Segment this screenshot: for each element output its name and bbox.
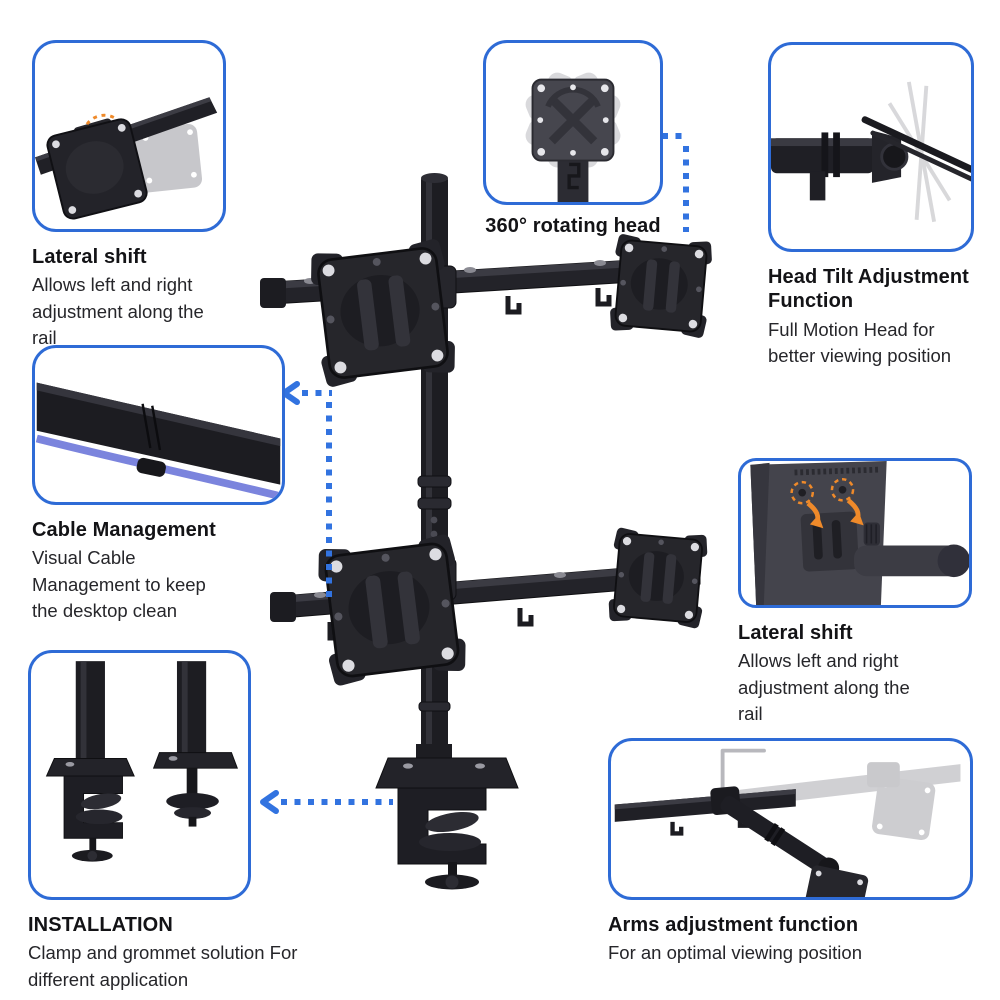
callout-body: Full Motion Head for better viewing posi…	[768, 318, 952, 367]
callout-installation: INSTALLATION Clamp and grommet solution …	[28, 650, 306, 993]
callout-lateral-shift-top: Lateral shift Allows left and right adju…	[32, 40, 242, 351]
callout-body: Allows left and right adjustment along t…	[738, 650, 910, 724]
callout-title: Arms adjustment function	[608, 914, 859, 936]
arms-adjustment-image-frame	[608, 738, 973, 900]
lateral-shift-rail-illustration	[35, 97, 218, 220]
head-tilt-illustration	[771, 81, 971, 223]
callout-title: Head Tilt Adjustment Function	[768, 266, 969, 313]
lower-tier	[270, 525, 711, 689]
callout-lateral-shift-right: Lateral shift Allows left and right adju…	[738, 458, 972, 727]
callout-body: Clamp and grommet solution For different…	[28, 942, 298, 990]
lateral-shift-monitor-illustration	[750, 461, 969, 605]
callout-title: Lateral shift	[32, 246, 147, 268]
head-tilt-image-frame	[768, 42, 974, 252]
lateral-shift-top-image-frame	[32, 40, 226, 232]
callout-cable-management: Cable Management Visual Cable Management…	[32, 345, 285, 624]
callout-body: Visual Cable Management to keep the desk…	[32, 547, 206, 621]
callout-title: 360° rotating head	[485, 215, 661, 237]
installation-connector	[260, 790, 393, 814]
callout-body: Allows left and right adjustment along t…	[32, 274, 204, 348]
arms-adjustment-illustration	[614, 748, 961, 897]
upper-tier	[260, 231, 716, 391]
rotating-head-illustration	[525, 72, 621, 202]
callout-rotating-head: 360° rotating head	[483, 40, 666, 241]
desk-clamp	[375, 744, 519, 890]
cable-management-illustration	[35, 382, 282, 500]
lateral-shift-right-image-frame	[738, 458, 972, 608]
installation-image-frame	[28, 650, 251, 900]
rotating-head-image-frame	[483, 40, 663, 205]
rotating-head-connector	[662, 133, 689, 232]
callout-arms-adjustment: Arms adjustment function For an optimal …	[608, 738, 973, 967]
callout-title: Lateral shift	[738, 622, 853, 644]
cable-management-image-frame	[32, 345, 285, 505]
callout-head-tilt: Head Tilt Adjustment Function Full Motio…	[768, 42, 978, 369]
connector-arrows	[260, 133, 689, 814]
callout-body: For an optimal viewing position	[608, 942, 862, 964]
installation-clamps-illustration	[45, 661, 238, 862]
callout-title: Cable Management	[32, 519, 216, 541]
callout-title: INSTALLATION	[28, 914, 173, 936]
